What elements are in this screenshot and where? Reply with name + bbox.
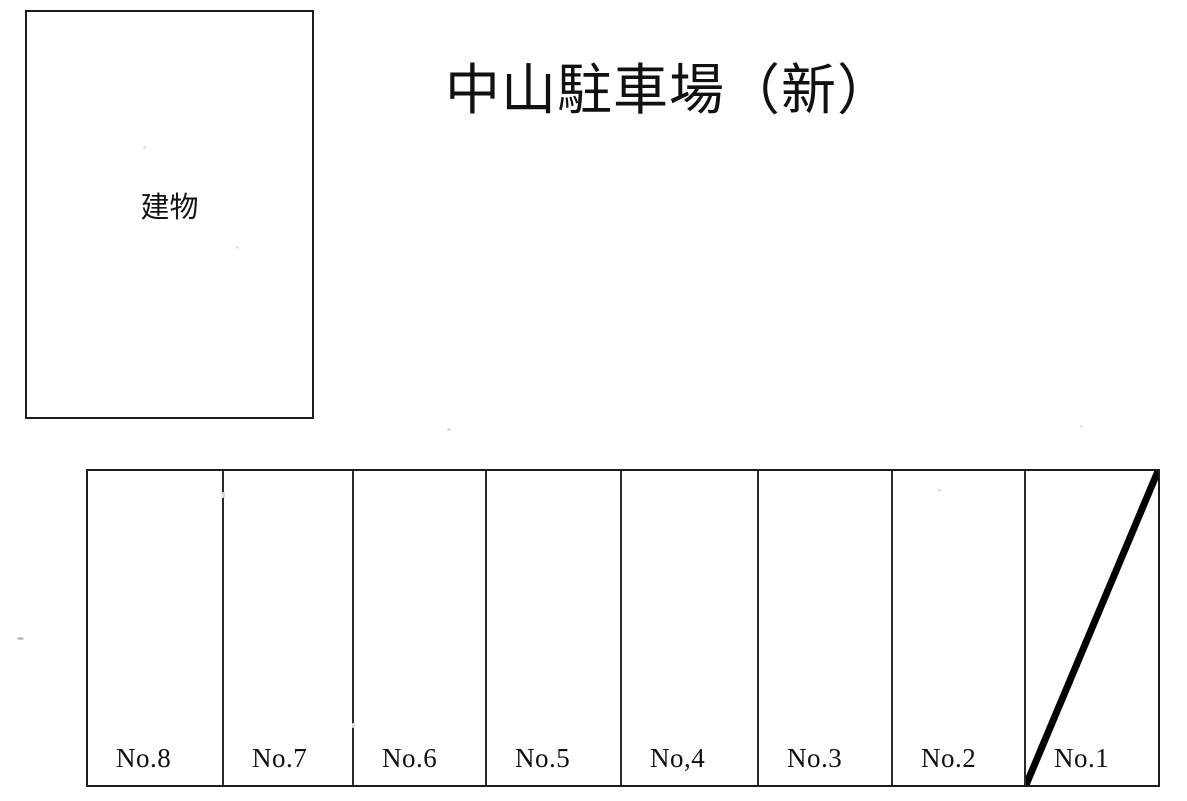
parking-bay[interactable]: No.3 [759, 471, 893, 785]
page-title: 中山駐車場（新） [445, 58, 894, 122]
parking-bay-row: No.8 No.7 No.6 No.5 No,4 No.3 No.2 No.1 [86, 469, 1160, 787]
parking-bay[interactable]: No,4 [622, 471, 759, 785]
scan-speckle [17, 637, 24, 640]
diagonal-strike-icon [1026, 471, 1158, 785]
parking-bay-label: No.5 [515, 743, 571, 773]
parking-bay-label: No,4 [650, 743, 706, 773]
scan-speckle [222, 492, 225, 498]
parking-bay-label: No.6 [382, 743, 438, 773]
parking-bay-label: No.8 [116, 743, 172, 773]
parking-bay-label: No.3 [787, 743, 843, 773]
building-outline: 建物 [25, 10, 314, 419]
building-label: 建物 [140, 190, 199, 224]
scan-speckle [352, 723, 355, 728]
parking-bay[interactable]: No.1 [1026, 471, 1158, 785]
parking-bay[interactable]: No.6 [354, 471, 487, 785]
parking-bay[interactable]: No.8 [88, 471, 224, 785]
parking-bay[interactable]: No.2 [893, 471, 1026, 785]
scan-speckle [1080, 425, 1083, 428]
scan-speckle [143, 146, 146, 149]
scan-speckle [938, 489, 941, 492]
parking-bay[interactable]: No.5 [487, 471, 622, 785]
parking-bay[interactable]: No.7 [224, 471, 354, 785]
scan-speckle [447, 428, 451, 431]
parking-bay-label: No.1 [1054, 743, 1110, 773]
parking-bay-label: No.2 [921, 743, 977, 773]
parking-bay-label: No.7 [252, 743, 308, 773]
scan-speckle [236, 246, 239, 249]
